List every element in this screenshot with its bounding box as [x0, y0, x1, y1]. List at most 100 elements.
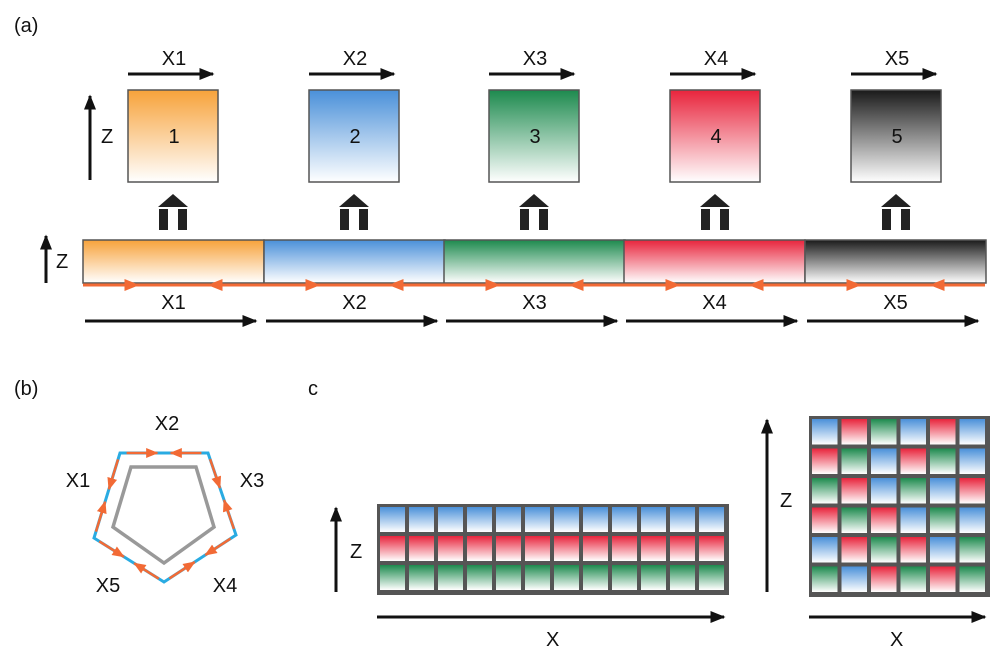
pentagon-inner	[110, 465, 217, 566]
strip-segment-4	[623, 239, 806, 284]
grid-cell	[900, 537, 926, 563]
pentagon-orange-arrow	[133, 562, 160, 580]
grid-cell	[554, 565, 579, 590]
grid-cell	[525, 507, 550, 532]
strip-label: X4	[702, 292, 726, 314]
panel-label-b: (b)	[14, 378, 38, 400]
grid-cell	[670, 565, 695, 590]
grid-cell	[959, 537, 985, 563]
panel-label-a: (a)	[14, 15, 38, 37]
grid-cell	[525, 536, 550, 561]
grid-cell	[467, 536, 492, 561]
box-square	[488, 89, 580, 183]
grid-cell	[930, 537, 956, 563]
strip-label: X5	[883, 292, 907, 314]
grid-cell	[812, 507, 838, 533]
panel-a-strip-z-label: Z	[56, 251, 68, 273]
panel-c-right-x-label: X	[890, 629, 903, 651]
grid-cell	[841, 478, 867, 504]
grid-cell	[841, 537, 867, 563]
grid-cell	[871, 566, 897, 592]
panel-a-z-axis: Z	[84, 94, 113, 180]
grid-cell	[841, 566, 867, 592]
pentagon-label-x3: X3	[240, 470, 264, 492]
strip-label: X2	[342, 292, 366, 314]
grid-cell	[900, 566, 926, 592]
grid-cell	[900, 448, 926, 474]
grid-cell	[871, 507, 897, 533]
box-x-label: X2	[343, 48, 367, 70]
box-x-label: X4	[704, 48, 728, 70]
grid-cell	[699, 536, 724, 561]
grid-cell	[641, 565, 666, 590]
grid-cell	[438, 507, 463, 532]
panel-c-right-grid	[809, 416, 990, 597]
grid-cell	[641, 507, 666, 532]
strip-segment-1	[82, 239, 265, 284]
grid-cell	[467, 507, 492, 532]
grid-cell	[900, 507, 926, 533]
panel-a-strip: X1 X2 X3 X4 X5	[82, 239, 987, 327]
pentagon-label-x1: X1	[66, 470, 90, 492]
panel-a-box-3: X33	[488, 48, 580, 230]
box-x-label: X1	[162, 48, 186, 70]
grid-cell	[409, 565, 434, 590]
panel-label-c: c	[308, 378, 318, 400]
grid-cell	[438, 536, 463, 561]
grid-cell	[525, 565, 550, 590]
box-x-label: X5	[885, 48, 909, 70]
strip-segment-3	[443, 239, 626, 284]
up-arrow-icon	[158, 194, 188, 230]
grid-cell	[496, 507, 521, 532]
grid-cell	[380, 565, 405, 590]
grid-cell	[841, 419, 867, 445]
strip-label: X3	[522, 292, 546, 314]
box-square	[850, 89, 942, 183]
strip-segment-5	[804, 239, 987, 284]
up-arrow-icon	[339, 194, 369, 230]
grid-cell	[612, 565, 637, 590]
grid-cell	[380, 536, 405, 561]
grid-cell	[554, 536, 579, 561]
grid-cell	[871, 478, 897, 504]
panel-a-box-1: X1 1	[127, 48, 219, 230]
grid-cell	[900, 419, 926, 445]
grid-cell	[583, 565, 608, 590]
pentagon-orange-arrow	[208, 458, 222, 490]
box-number: 1	[168, 126, 179, 148]
grid-cell	[380, 507, 405, 532]
pentagon-orange-arrow	[94, 500, 107, 532]
grid-cell	[812, 566, 838, 592]
strip-segment-2	[263, 239, 446, 284]
box-square	[127, 89, 219, 183]
grid-cell	[812, 478, 838, 504]
grid-cell	[670, 507, 695, 532]
grid-cell	[583, 536, 608, 561]
panel-c-right-z-label: Z	[780, 490, 792, 512]
pentagon-orange-arrow	[168, 560, 196, 580]
panel-c-left-z-label: Z	[350, 541, 362, 563]
panel-a-box-4: X4 4	[669, 48, 761, 230]
panel-c-left-grid	[377, 504, 729, 595]
pentagon-label-x4: X4	[213, 575, 237, 597]
grid-cell	[959, 566, 985, 592]
grid-cell	[930, 507, 956, 533]
box-number: 5	[891, 126, 902, 148]
grid-cell	[438, 565, 463, 590]
grid-cell	[930, 419, 956, 445]
up-arrow-icon	[519, 194, 549, 230]
grid-cell	[409, 536, 434, 561]
pentagon-label-x2: X2	[155, 413, 179, 435]
panel-a-strip-z-axis: Z	[40, 234, 68, 283]
grid-cell	[496, 565, 521, 590]
grid-cell	[583, 507, 608, 532]
grid-cell	[930, 478, 956, 504]
strip-label: X1	[161, 292, 185, 314]
grid-cell	[871, 448, 897, 474]
grid-cell	[959, 448, 985, 474]
panel-c-left-x-label: X	[546, 629, 559, 651]
box-number: 4	[710, 126, 721, 148]
pentagon-label-x5: X5	[96, 575, 120, 597]
